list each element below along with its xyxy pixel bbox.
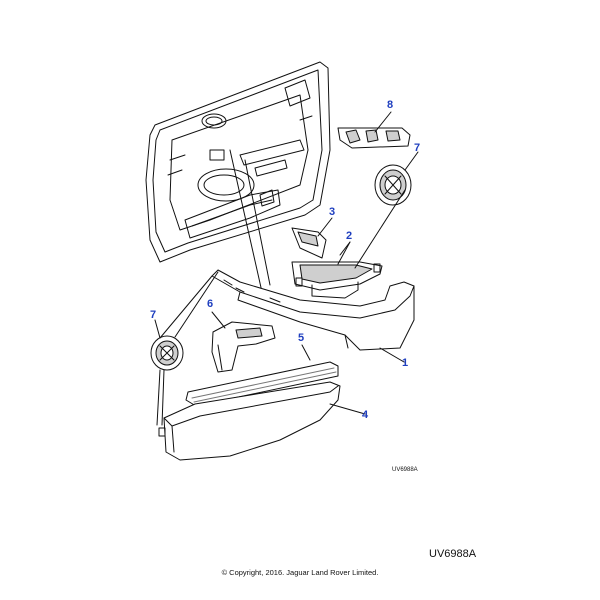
leader-3 (317, 217, 333, 237)
leader-7-lower (154, 319, 161, 339)
pull-bezel-part-6 (212, 322, 275, 372)
callout-4: 4 (362, 409, 369, 421)
leader-panel-armrest (244, 159, 271, 286)
diagram-id-small: UV6988A (392, 467, 418, 473)
callout-7-upper: 7 (414, 142, 420, 154)
callout-8: 8 (387, 99, 393, 111)
trim-strip-part-5 (186, 362, 338, 406)
leader-4 (329, 403, 366, 415)
pocket-insert-part-3 (292, 228, 326, 258)
leader-panel-armrest-2 (229, 149, 263, 293)
leader-1 (379, 347, 405, 363)
copyright-notice: © Copyright, 2016. Jaguar Land Rover Lim… (221, 568, 379, 577)
callout-1: 1 (402, 357, 408, 369)
switch-bezel-part-8 (338, 128, 410, 148)
diagram-id-large: UV6988A (429, 548, 477, 560)
leader-6 (211, 311, 226, 329)
grab-handle-part-2 (292, 262, 382, 298)
armrest-trim-part-1 (212, 270, 414, 350)
callout-6: 6 (207, 298, 213, 310)
door-inner-panel (146, 62, 330, 262)
callout-3: 3 (329, 206, 335, 218)
leader-7-upper (404, 151, 419, 171)
map-pocket-part-4 (159, 382, 340, 460)
leader-5 (301, 344, 311, 361)
leader-2b (339, 189, 406, 269)
callout-2: 2 (346, 230, 352, 242)
leader-8 (374, 111, 392, 133)
speaker-grille-part-7-upper (375, 165, 411, 205)
callout-7-lower: 7 (150, 309, 156, 321)
speaker-grille-part-7-lower (151, 336, 183, 370)
leader-2a (337, 241, 351, 265)
callout-5: 5 (298, 332, 304, 344)
leader-7-clips-lower (156, 369, 165, 426)
leader-7-clips-upper (159, 271, 219, 339)
